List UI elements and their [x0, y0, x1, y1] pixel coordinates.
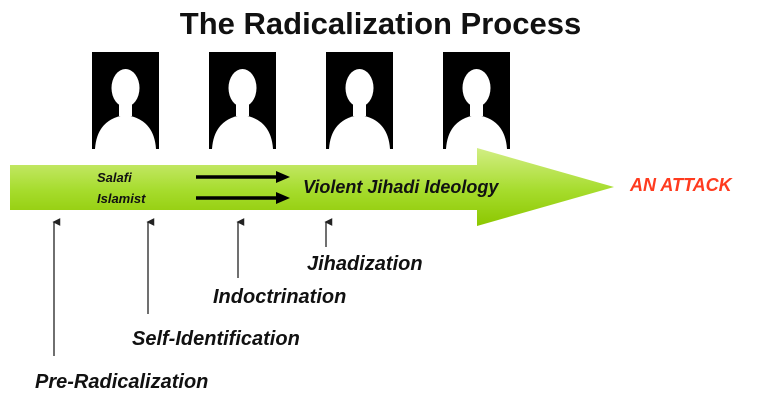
person-silhouette-3: [326, 52, 393, 149]
attack-label: AN ATTACK: [630, 175, 732, 195]
arrow-label-islamist: Islamist: [97, 191, 146, 206]
process-arrow: [10, 148, 614, 226]
person-silhouette-1: [92, 52, 159, 149]
ideology-label: Violent Jihadi Ideology: [303, 177, 499, 197]
diagram-title: The Radicalization Process: [179, 6, 582, 41]
arrow-label-salafi: Salafi: [97, 170, 132, 185]
stage-jihadization: Jihadization: [307, 253, 423, 275]
person-silhouette-4: [443, 52, 510, 149]
stage-self-identification: Self-Identification: [132, 328, 300, 350]
stage-pre-radicalization: Pre-Radicalization: [35, 371, 209, 393]
person-silhouette-2: [209, 52, 276, 149]
stage-indoctrination: Indoctrination: [213, 286, 347, 308]
